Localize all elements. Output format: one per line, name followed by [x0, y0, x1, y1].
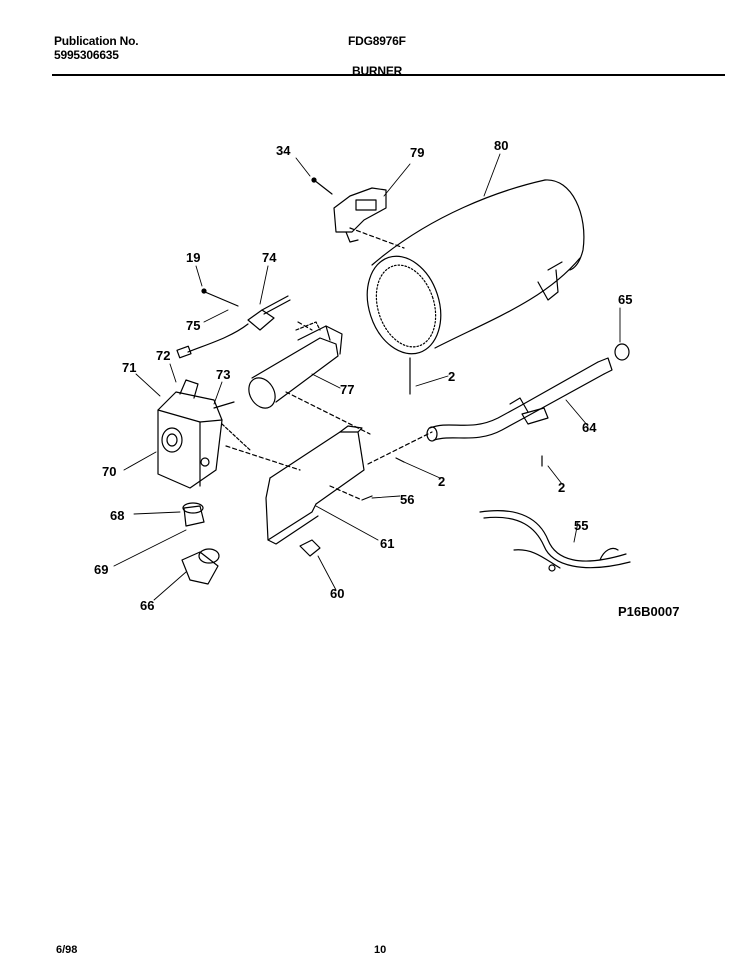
callout-19: 19 — [186, 250, 200, 265]
bracket-61 — [265, 425, 365, 545]
wire-harness-55 — [479, 510, 631, 572]
callout-2-pipe: 2 — [558, 480, 565, 495]
burner-tube-77 — [248, 321, 343, 409]
fittings — [181, 502, 220, 585]
callout-55: 55 — [574, 518, 588, 533]
igniter — [176, 288, 291, 359]
gas-valve — [157, 379, 251, 489]
diagram-code: P16B0007 — [618, 604, 679, 619]
callout-75: 75 — [186, 318, 200, 333]
callout-79: 79 — [410, 145, 424, 160]
publication-label: Publication No. — [54, 34, 139, 48]
callout-71: 71 — [122, 360, 136, 375]
screw-2b — [395, 457, 405, 463]
callout-64: 64 — [582, 420, 597, 435]
callout-73: 73 — [216, 367, 230, 382]
header-rule — [52, 74, 725, 76]
cap-65 — [614, 343, 630, 361]
callout-77: 77 — [340, 382, 354, 397]
callout-61: 61 — [380, 536, 394, 551]
callout-72: 72 — [156, 348, 170, 363]
callout-65: 65 — [618, 292, 632, 307]
burner-housing — [366, 179, 585, 355]
model-number: FDG8976F — [348, 34, 406, 48]
callout-80: 80 — [494, 138, 508, 153]
callout-66: 66 — [140, 598, 154, 613]
callout-70: 70 — [102, 464, 116, 479]
screw-56 — [361, 495, 373, 501]
publication-number: 5995306635 — [54, 48, 119, 62]
callout-74: 74 — [262, 250, 277, 265]
callout-34: 34 — [276, 143, 291, 158]
bracket-79 — [333, 187, 387, 243]
footer-date: 6/98 — [56, 944, 78, 956]
manifold-pipe-64 — [426, 357, 613, 442]
callout-69: 69 — [94, 562, 108, 577]
callout-2-bracket: 2 — [438, 474, 445, 489]
callout-56: 56 — [400, 492, 414, 507]
callout-2-housing: 2 — [448, 369, 455, 384]
clip-60 — [299, 539, 321, 557]
page-number: 10 — [374, 944, 387, 956]
callout-68: 68 — [110, 508, 124, 523]
callout-60: 60 — [330, 586, 344, 601]
screw-34 — [313, 179, 333, 195]
